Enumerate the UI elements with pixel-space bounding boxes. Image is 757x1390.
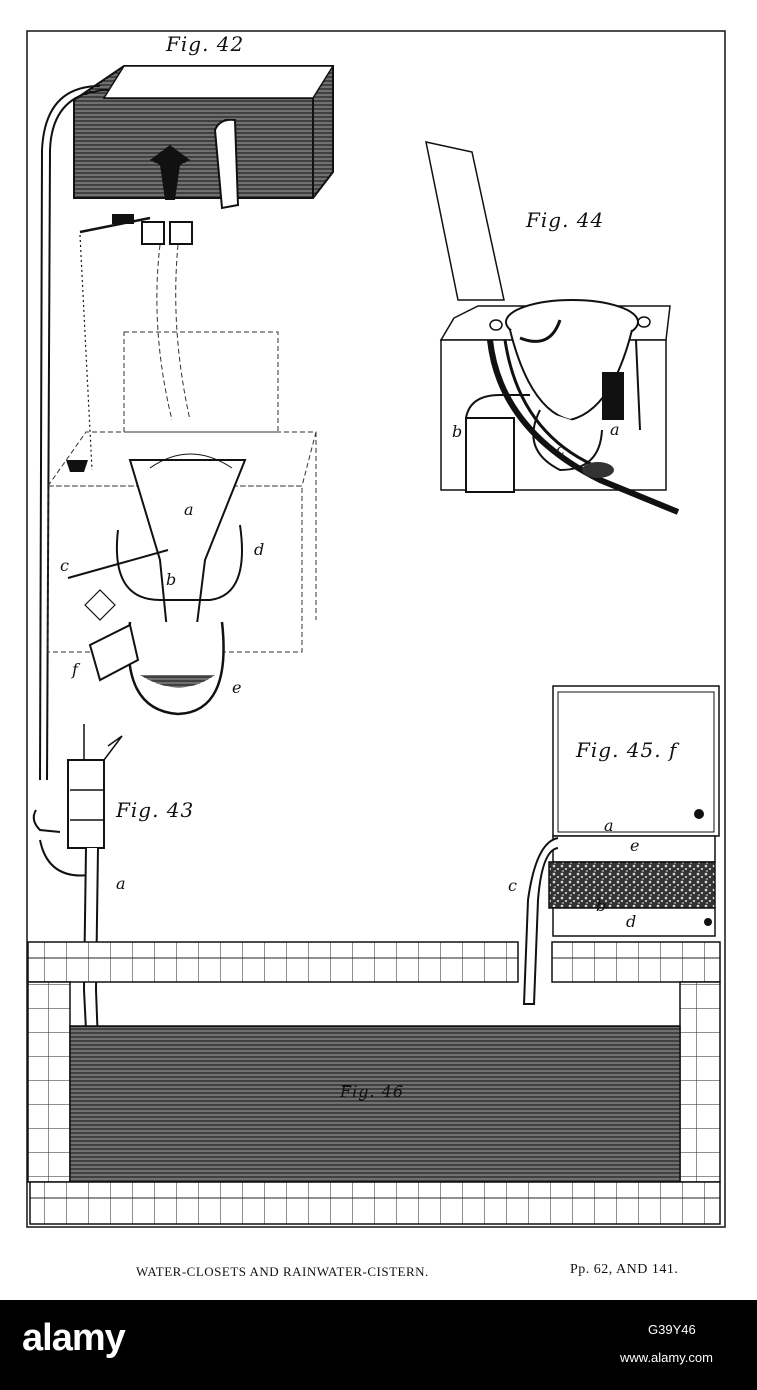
fig46-label: Fig. 46 [340,1082,404,1101]
fig45-drawing [522,685,720,1005]
fig45-letter-c: c [508,876,517,895]
fig45-label: Fig. 45. f [576,738,678,762]
site-url: www.alamy.com [620,1350,713,1365]
fig44-letter-a: a [610,420,620,439]
fig44-letter-b: b [452,422,463,441]
watermark-bar [0,1300,757,1390]
fig45-letter-d: d [626,912,637,931]
fig46-drawing [27,941,721,1225]
page-reference: Pp. 62, AND 141. [570,1262,679,1277]
fig42-letter-f: f [72,660,78,679]
svg-text:alamy: alamy [22,1317,126,1359]
fig42-letter-e: e [232,678,242,697]
alamy-logo: alamy [22,1317,127,1359]
fig42-letter-c: c [60,556,69,575]
fig44-label: Fig. 44 [526,208,605,232]
fig45-letter-b: b [596,896,607,915]
fig42-label: Fig. 42 [166,32,245,56]
fig42-letter-a: a [184,500,194,519]
engraving-plate: Fig. 42 Fig. 43 Fig. 44 Fig. 45. f Fig. … [26,30,726,1279]
engraving-illustration [26,30,726,1228]
plate-caption: WATER-CLOSETS AND RAINWATER-CISTERN. [136,1264,429,1279]
fig44-drawing [425,141,680,515]
fig42-letter-d: d [254,540,265,559]
fig43-letter-a: a [116,874,126,893]
fig42-letter-b: b [166,570,177,589]
fig43-label: Fig. 43 [116,798,195,822]
fig45-letter-a: a [604,816,614,835]
fig44-letter-c: c [556,440,565,459]
fig42-drawing [39,65,335,781]
image-id: G39Y46 [648,1322,696,1337]
fig45-letter-e: e [630,836,640,855]
plate-frame [26,30,726,1228]
